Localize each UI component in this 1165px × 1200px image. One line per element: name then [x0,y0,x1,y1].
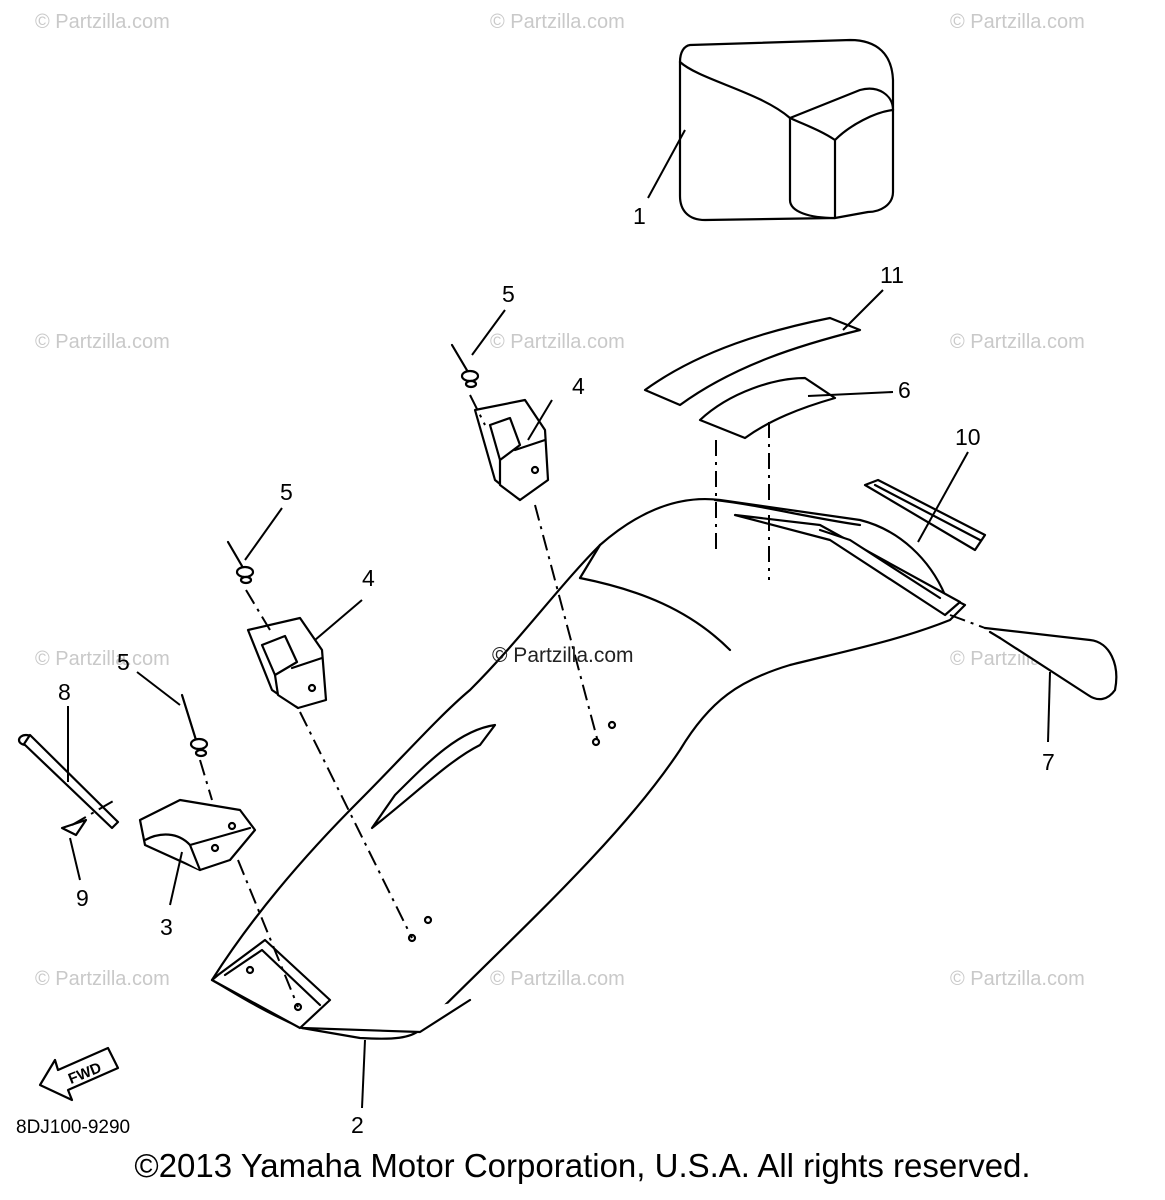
callout-10: 10 [955,424,981,450]
callout-1: 1 [633,203,646,229]
part-10-strip[interactable] [863,478,987,552]
watermark: © Partzilla.com [35,11,170,33]
part-7-rod[interactable] [983,626,1118,701]
watermark: © Partzilla.com [490,331,625,353]
callout-5: 5 [280,479,293,505]
part-5-screw-middle[interactable] [226,540,255,585]
assembly-lines [71,394,986,1008]
watermark: © Partzilla.com [35,968,170,990]
watermark: © Partzilla.com [35,331,170,353]
part-2-cover[interactable] [210,498,967,1040]
part-9-cotter[interactable] [60,818,88,837]
callout-5: 5 [117,649,130,675]
watermark: © Partzilla.com [950,331,1085,353]
callout-4: 4 [362,565,375,591]
watermark: © Partzilla.com [490,968,625,990]
hinge-rail [733,513,962,617]
leader-lines [67,129,1051,1109]
callout-numbers: 1 2 3 4 4 5 5 5 6 7 8 9 10 11 [58,203,1055,1138]
fwd-arrow-icon: FWD [38,1046,120,1102]
part-3-hinge[interactable] [138,798,257,872]
callout-6: 6 [898,377,911,403]
part-4-latch-middle[interactable] [246,616,328,710]
watermark: © Partzilla.com [950,968,1085,990]
callout-3: 3 [160,914,173,940]
part-11-pad[interactable] [643,316,862,407]
callout-5: 5 [502,281,515,307]
watermark: © Partzilla.com [35,648,170,670]
part-5-screw-lower[interactable] [180,693,209,758]
watermark: © Partzilla.com [490,11,625,33]
callout-8: 8 [58,679,71,705]
callout-2: 2 [351,1112,364,1138]
part-5-screw-upper[interactable] [450,343,480,389]
copyright-notice: ©2013 Yamaha Motor Corporation, U.S.A. A… [134,1147,1031,1184]
part-1-box[interactable] [678,38,895,222]
part-6-pad[interactable] [698,376,837,440]
callout-11: 11 [880,262,904,288]
center-watermark: © Partzilla.com [492,644,634,667]
callout-4: 4 [572,373,585,399]
part-8-pin[interactable] [17,733,120,830]
callout-7: 7 [1042,749,1055,775]
part-4-latch-upper[interactable] [473,398,550,502]
callout-9: 9 [76,885,89,911]
watermark: © Partzilla.com [950,11,1085,33]
drawing-code: 8DJ100-9290 [16,1117,130,1138]
